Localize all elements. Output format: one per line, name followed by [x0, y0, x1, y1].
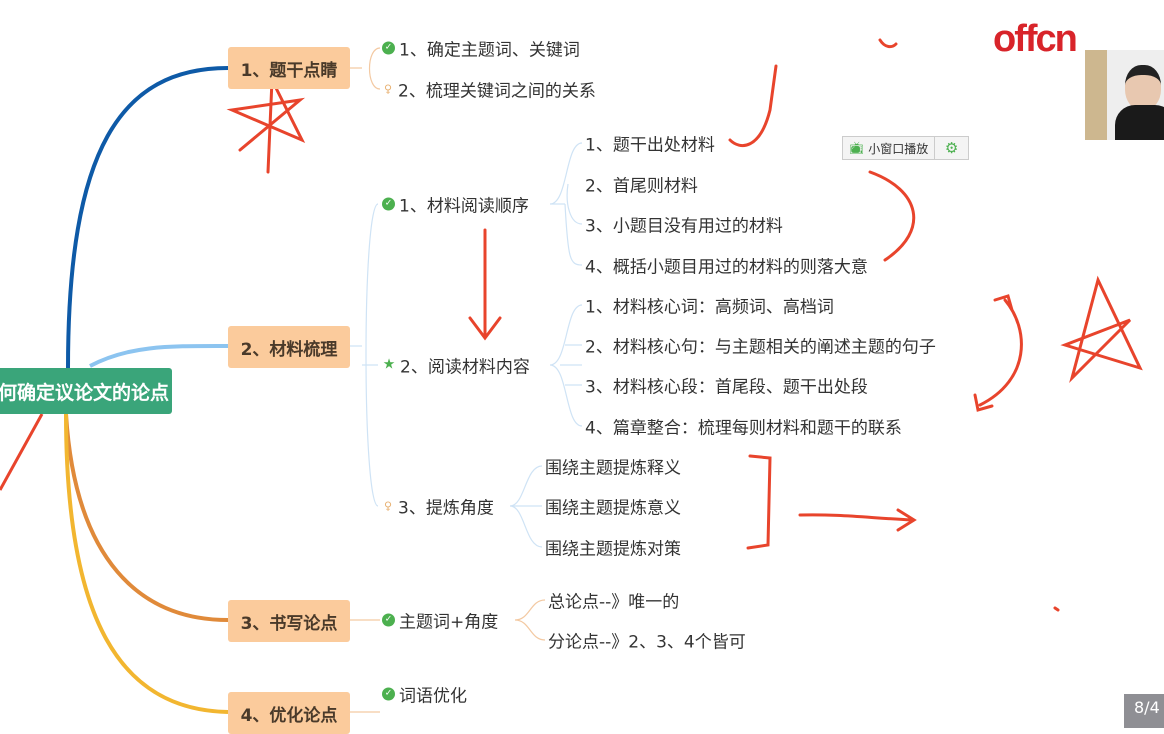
- page-indicator: 8/4: [1124, 694, 1164, 728]
- topic-node[interactable]: ✓主题词+角度: [382, 608, 498, 633]
- subtopic-node[interactable]: 4、概括小题目用过的材料的则落大意: [585, 257, 868, 278]
- tv-icon: 📺︎: [849, 141, 865, 155]
- subtopic-node[interactable]: 围绕主题提炼意义: [545, 498, 681, 519]
- check-icon: ✓: [382, 197, 395, 211]
- mini-window-button[interactable]: 📺︎小窗口播放: [843, 137, 936, 159]
- branch-node-1[interactable]: 1、题干点睛: [228, 47, 350, 89]
- subtopic-node[interactable]: 1、题干出处材料: [585, 135, 715, 156]
- subtopic-node[interactable]: 4、篇章整合：梳理每则材料和题干的联系: [585, 418, 902, 439]
- subtopic-node[interactable]: 3、材料核心段：首尾段、题干出处段: [585, 377, 868, 398]
- topic-node[interactable]: ♀3、提炼角度: [383, 498, 494, 519]
- root-node[interactable]: 何确定议论文的论点: [0, 368, 172, 414]
- subtopic-node[interactable]: 围绕主题提炼对策: [545, 539, 681, 560]
- check-icon: ✓: [382, 687, 395, 701]
- subtopic-node[interactable]: 围绕主题提炼释义: [545, 458, 681, 479]
- branch-node-3[interactable]: 3、书写论点: [228, 600, 350, 642]
- offcn-logo: offcn: [993, 18, 1078, 60]
- handwritten-annotations: [226, 38, 1143, 612]
- topic-node[interactable]: ✓1、确定主题词、关键词: [382, 36, 580, 61]
- check-icon: ✓: [382, 613, 395, 627]
- subtopic-node[interactable]: 3、小题目没有用过的材料: [585, 216, 783, 237]
- bulb-icon: ♀: [383, 499, 393, 513]
- subtopic-node[interactable]: 1、材料核心词：高频词、高档词: [585, 297, 834, 318]
- subtopic-node[interactable]: 分论点--》2、3、4个皆可: [548, 632, 746, 653]
- webcam-video: [1085, 50, 1164, 140]
- topic-node[interactable]: ♀2、梳理关键词之间的关系: [383, 81, 596, 102]
- subtopic-node[interactable]: 2、材料核心句：与主题相关的阐述主题的句子: [585, 337, 936, 358]
- branch-node-2[interactable]: 2、材料梳理: [228, 326, 350, 368]
- bulb-icon: ♀: [383, 82, 393, 96]
- subtopic-node[interactable]: 2、首尾则材料: [585, 176, 698, 197]
- topic-node[interactable]: ✓词语优化: [382, 682, 467, 707]
- topic-node[interactable]: ✓1、材料阅读顺序: [382, 192, 529, 217]
- star-icon: ★: [382, 356, 396, 373]
- topic-node[interactable]: ★2、阅读材料内容: [382, 356, 530, 378]
- branch-node-4[interactable]: 4、优化论点: [228, 692, 350, 734]
- check-icon: ✓: [382, 41, 395, 55]
- gear-icon[interactable]: ⚙: [944, 139, 959, 157]
- mini-window-toolbar: 📺︎小窗口播放 ⚙: [842, 136, 969, 160]
- subtopic-node[interactable]: 总论点--》唯一的: [548, 592, 680, 613]
